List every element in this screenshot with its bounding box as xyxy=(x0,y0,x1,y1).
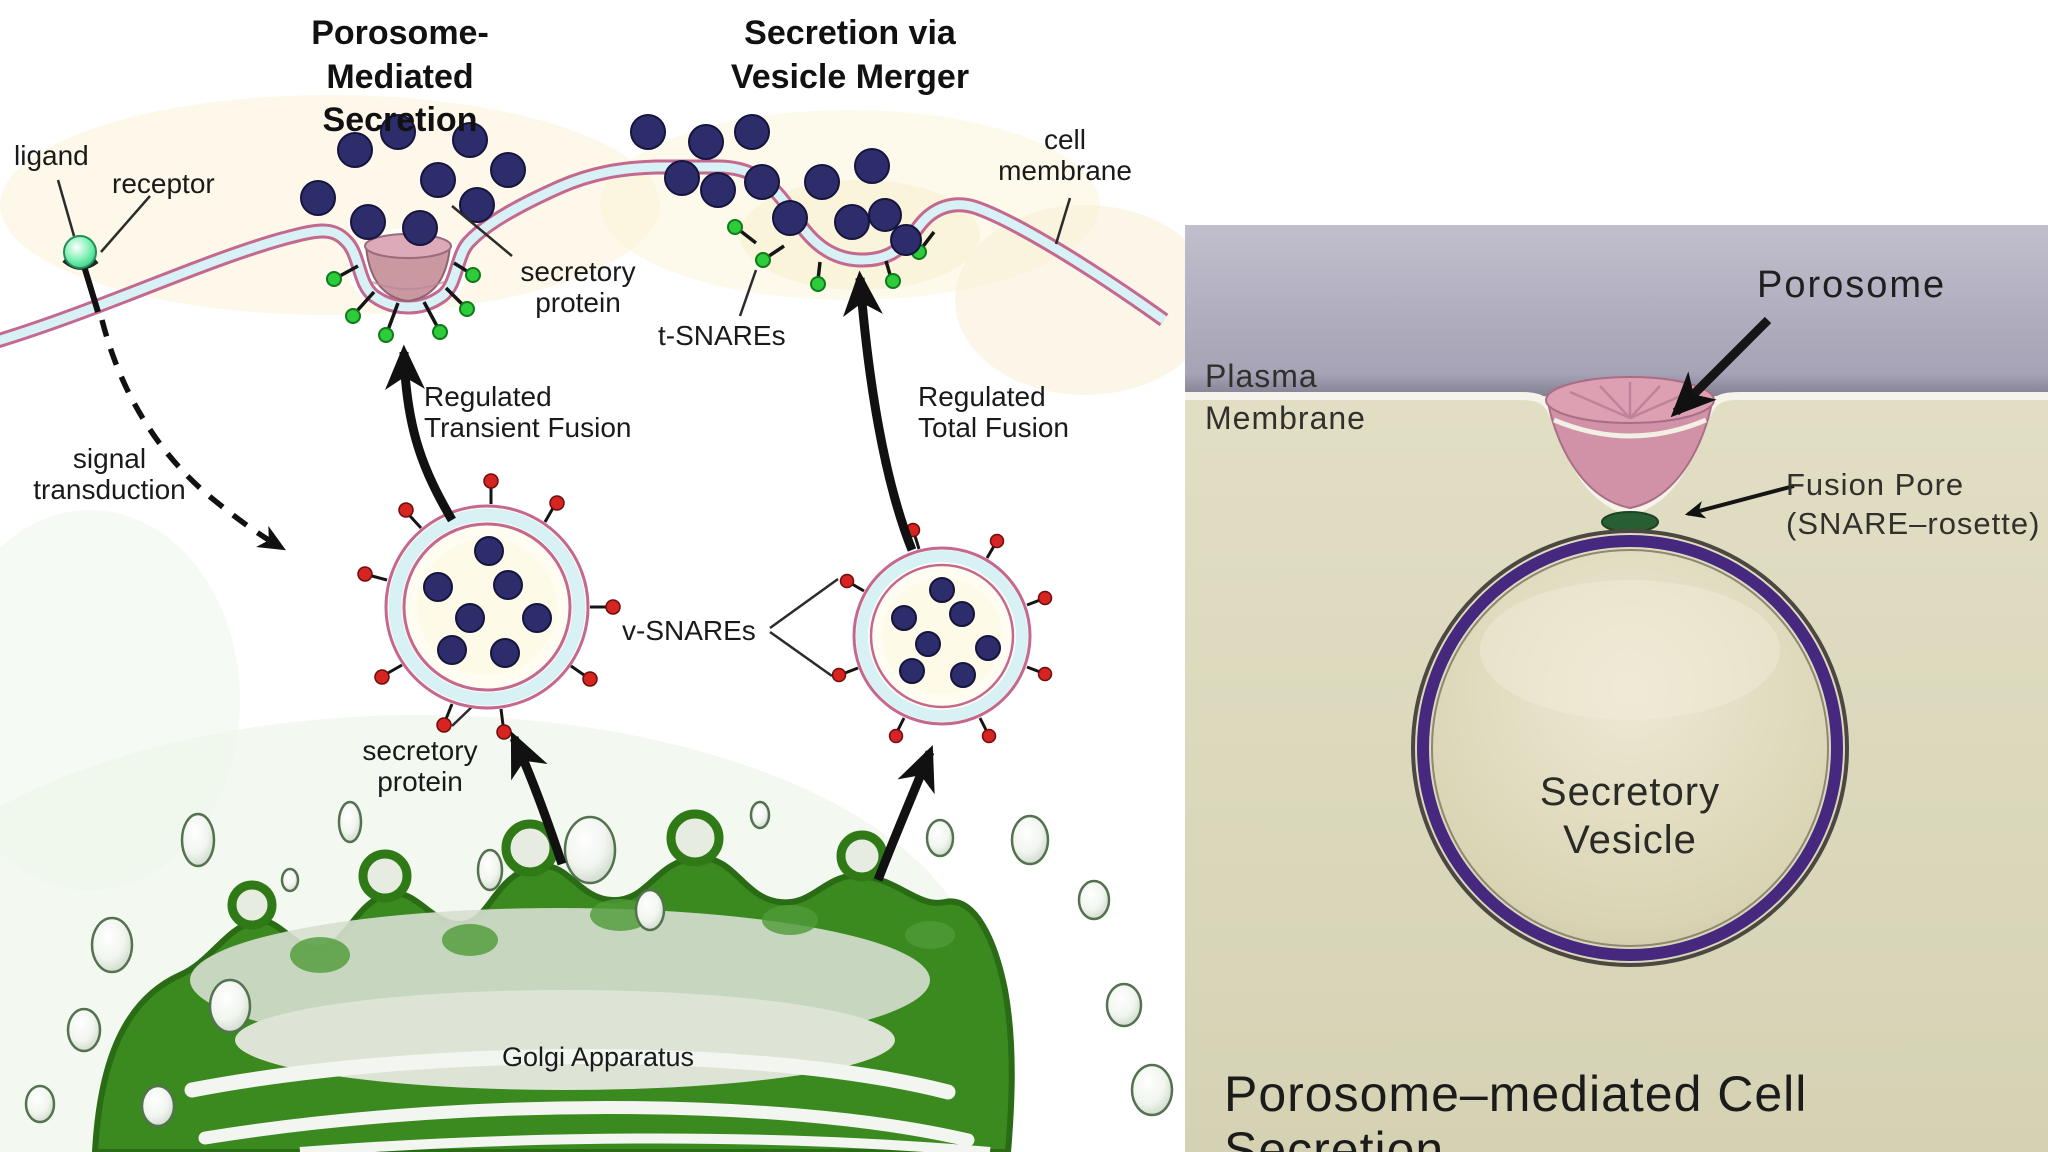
ligand-leader xyxy=(56,179,76,237)
arrow-regulated-total-fusion xyxy=(842,270,917,552)
leader-lines xyxy=(56,179,1072,727)
arrow-golgi-to-left-vesicle xyxy=(509,731,567,866)
secretory-protein-top-leader xyxy=(451,205,513,257)
secreted-proteins-left xyxy=(300,114,526,246)
arrow-golgi-to-right-vesicle xyxy=(873,745,935,882)
label-cell-membrane: cell membrane xyxy=(998,124,1132,187)
ligand-receptor xyxy=(62,235,101,313)
golgi-bubbles xyxy=(24,800,1174,1128)
label-secretory-vesicle: Secretory Vesicle xyxy=(1539,770,1721,862)
golgi-cisterna xyxy=(299,1133,991,1152)
secreted-proteins-right xyxy=(630,114,922,256)
golgi-cisterna xyxy=(198,1101,975,1147)
t-snares-leader xyxy=(738,269,758,317)
golgi-apparatus-graphic xyxy=(91,809,1015,1152)
right-photo-panel xyxy=(1185,225,2048,1152)
label-porosome: Porosome xyxy=(1757,264,1947,306)
golgi-cisterna xyxy=(184,1049,956,1100)
label-signal-transduction: signal transduction xyxy=(33,443,186,506)
title-secretion-via-vesicle-merger: Secretion via Vesicle Merger xyxy=(730,14,970,96)
porosome-cup xyxy=(364,233,452,303)
arrow-regulated-transient-fusion xyxy=(384,344,456,523)
label-t-snares: t-SNAREs xyxy=(658,320,786,351)
process-arrows xyxy=(384,270,935,882)
t-snares-left xyxy=(326,261,481,343)
label-v-snares: v-SNAREs xyxy=(622,615,756,646)
label-secretory-protein-bottom: secretory protein xyxy=(362,735,478,798)
label-regulated-total-fusion: Regulated Total Fusion xyxy=(918,381,1069,444)
v-snares-leader xyxy=(769,630,833,678)
cream-tint xyxy=(955,205,1215,395)
fusion-pore-pointer-arrow xyxy=(1684,484,1795,519)
cell-membrane-path xyxy=(0,159,1169,348)
caption-porosome-mediated-cell-secretion: Porosome–mediated Cell Secretion xyxy=(1224,1066,1808,1152)
golgi-buds xyxy=(227,809,888,930)
right-vesicle xyxy=(831,522,1053,744)
v-snares-leader xyxy=(769,577,839,630)
left-diagram xyxy=(0,95,1215,1152)
vesicle-contents xyxy=(891,577,1001,688)
ligand-sphere xyxy=(63,235,97,269)
label-plasma-membrane: Plasma Membrane xyxy=(1205,358,1366,437)
label-secretory-protein-top: secretory protein xyxy=(520,256,636,319)
label-golgi-apparatus: Golgi Apparatus xyxy=(501,1042,695,1072)
left-vesicle xyxy=(357,473,621,740)
label-ligand: ligand xyxy=(14,140,89,171)
label-fusion-pore: Fusion Pore (SNARE–rosette) xyxy=(1786,467,2041,541)
cell-membrane-leader xyxy=(1054,197,1072,245)
porosome-pointer-arrow xyxy=(1670,316,1772,418)
vesicle-contents xyxy=(423,536,552,668)
receptor-leader xyxy=(100,195,151,253)
label-regulated-transient-fusion: Regulated Transient Fusion xyxy=(424,381,632,444)
green-tint xyxy=(0,510,240,890)
v-snares-pins xyxy=(831,522,1053,744)
label-receptor: receptor xyxy=(112,168,215,199)
title-porosome-mediated-secretion: Porosome-Mediated Secretion xyxy=(311,14,489,140)
secretory-vesicle-graphic xyxy=(1411,529,1849,967)
signal-transduction-arrow xyxy=(99,319,286,551)
v-snares-pins xyxy=(357,473,621,740)
